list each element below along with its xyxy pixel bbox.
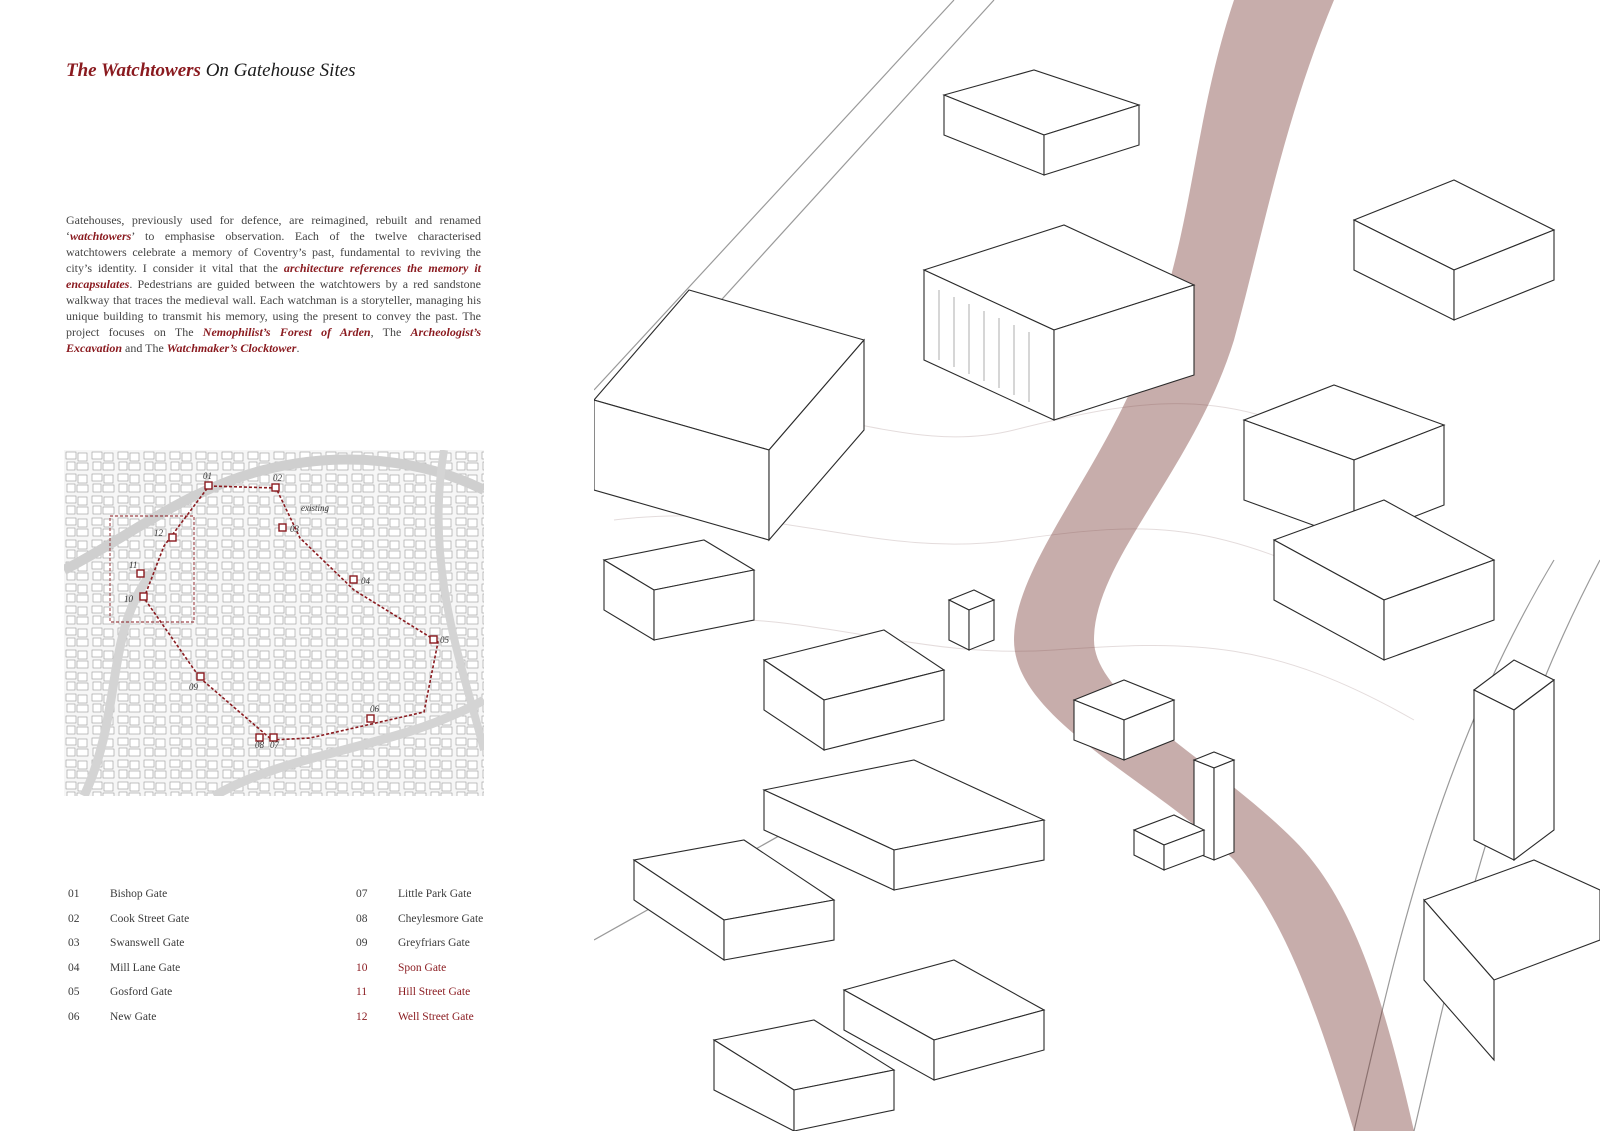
legend-row: 02 Cook Street Gate [68,913,189,938]
red-sandstone-walkway [1014,0,1414,1131]
title-rest: On Gatehouse Sites [205,60,356,81]
legend-row-highlighted: 12 Well Street Gate [356,1011,483,1036]
legend-number: 04 [68,961,80,974]
legend-row: 03 Swanswell Gate [68,937,189,962]
page-title: The Watchtowers On Gatehouse Sites [66,60,356,82]
legend-row: 08 Cheylesmore Gate [356,913,483,938]
marker-label-12: 12 [154,528,164,538]
legend-row: 01 Bishop Gate [68,888,189,913]
legend-row-highlighted: 10 Spon Gate [356,962,483,987]
legend-row: 07 Little Park Gate [356,888,483,913]
gate-markers [136,481,438,742]
legend-name: Mill Lane Gate [110,961,181,974]
legend-number: 06 [68,1010,80,1023]
map-label-existing: existing [301,503,329,513]
legend-name: Greyfriars Gate [398,937,470,950]
intro-text-3: . Pedestrians are guided between the wat… [66,277,481,339]
legend-number: 01 [68,888,80,900]
legend-name: Well Street Gate [398,1010,474,1023]
legend-row: 09 Greyfriars Gate [356,937,483,962]
marker-label-03: 03 [290,524,300,534]
legend-row-highlighted: 11 Hill Street Gate [356,986,483,1011]
marker-label-01: 01 [203,471,212,481]
legend-name: Cook Street Gate [110,912,190,925]
intro-highlight-clocktower: Watchmaker’s Clocktower [166,341,297,355]
legend-number: 07 [356,888,368,900]
gate-marker-labels: 01 02 03 04 05 06 07 08 09 10 11 12 exis… [124,471,450,750]
legend-number: 12 [356,1010,368,1023]
intro-text-2: ’ to emphasise observation. Each of the … [66,229,481,275]
legend-row: 06 New Gate [68,1011,189,1036]
window-hatching [938,290,1030,402]
focus-area-box [109,515,195,623]
title-accent: The Watchtowers [66,60,201,81]
intro-highlight-forest: Nemophilist’s Forest of Arden [202,325,371,339]
marker-label-06: 06 [370,704,380,714]
marker-label-02: 02 [273,473,283,483]
legend-name: Cheylesmore Gate [398,912,484,925]
legend-name: Bishop Gate [110,888,168,900]
map-svg: 01 02 03 04 05 06 07 08 09 10 11 12 exis… [64,450,484,796]
legend-number: 05 [68,986,80,999]
intro-highlight-architecture: architecture references the memory it en… [66,261,481,291]
legend-number: 02 [68,912,80,925]
legend-name: Swanswell Gate [110,937,185,950]
legend-name: Little Park Gate [398,888,472,900]
intro-text-4: , The [370,325,411,339]
intro-paragraph: Gatehouses, previously used for defence,… [66,212,481,356]
legend-name: Spon Gate [398,961,447,974]
city-buildings [594,69,1600,1131]
gate-legend-right: 07 Little Park Gate 08 Cheylesmore Gate 09… [356,888,483,1036]
intro-text-5: and The [122,341,167,355]
legend-name: New Gate [110,1010,157,1023]
legend-name: Hill Street Gate [398,986,471,999]
intro-text-1: Gatehouses, previously used for defence,… [66,213,481,243]
marker-label-04: 04 [361,576,371,586]
intro-highlight-watchtowers: watchtowers [70,229,132,243]
legend-number: 09 [356,937,368,950]
gate-legend-left: 01 Bishop Gate 02 Cook Street Gate 03 Swans… [68,888,189,1036]
marker-label-11: 11 [129,560,137,570]
legend-row: 04 Mill Lane Gate [68,962,189,987]
marker-label-09: 09 [189,682,199,692]
intro-highlight-excavation: Archeologist’s Excavation [66,325,481,355]
legend-number: 03 [68,937,80,950]
legend-number: 11 [356,986,368,999]
legend-name: Gosford Gate [110,986,173,999]
legend-number: 10 [356,961,368,974]
intro-text-6: . [296,341,300,355]
legend-row: 05 Gosford Gate [68,986,189,1011]
aerial-axonometric-drawing [594,0,1600,1131]
city-wall-map: 01 02 03 04 05 06 07 08 09 10 11 12 exis… [64,450,484,796]
marker-label-07: 07 [270,740,280,750]
marker-label-08: 08 [255,740,265,750]
marker-label-05: 05 [440,635,450,645]
aerial-svg [594,0,1600,1131]
wall-route [143,485,439,741]
marker-label-10: 10 [124,594,134,604]
legend-number: 08 [356,912,368,925]
